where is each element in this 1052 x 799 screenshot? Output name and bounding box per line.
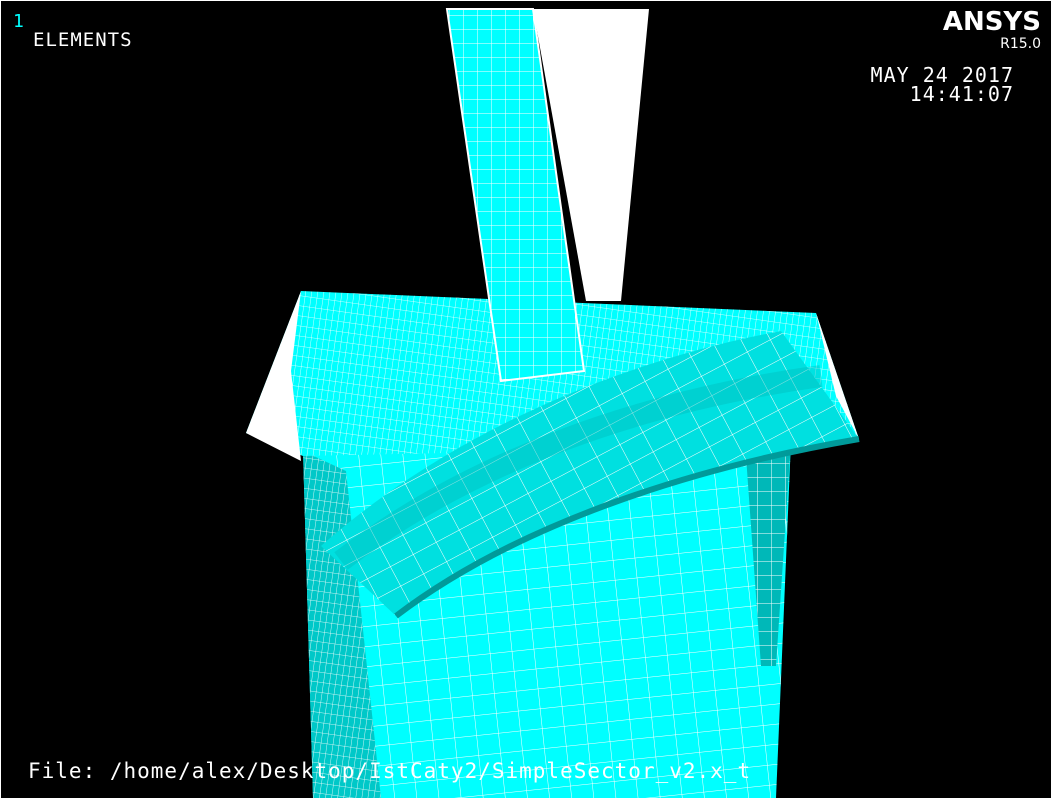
blade-band-highlight xyxy=(334,365,823,570)
plot-title: ELEMENTS xyxy=(33,29,133,51)
platform-left-edge xyxy=(246,291,301,461)
base-block-right-band-grid xyxy=(746,441,791,666)
file-path-label: File: /home/alex/Desktop/IstCaty2/Simple… xyxy=(28,759,752,783)
plot-date: MAY 24 2017 xyxy=(870,63,1014,87)
base-block-left-band-grid xyxy=(303,451,381,798)
ansys-version: R15.0 xyxy=(1000,36,1041,52)
ansys-logo: ANSYS xyxy=(942,7,1041,37)
vertical-beam-outline xyxy=(445,8,586,383)
blade-band-grid xyxy=(321,331,859,616)
vertical-beam-grid xyxy=(447,9,584,381)
window-number: 1 xyxy=(13,11,24,32)
blade-band-edge xyxy=(394,436,860,619)
platform-right-edge xyxy=(816,313,859,439)
upper-wedge-contours xyxy=(537,11,645,297)
plot-time: 14:41:07 xyxy=(909,82,1014,106)
